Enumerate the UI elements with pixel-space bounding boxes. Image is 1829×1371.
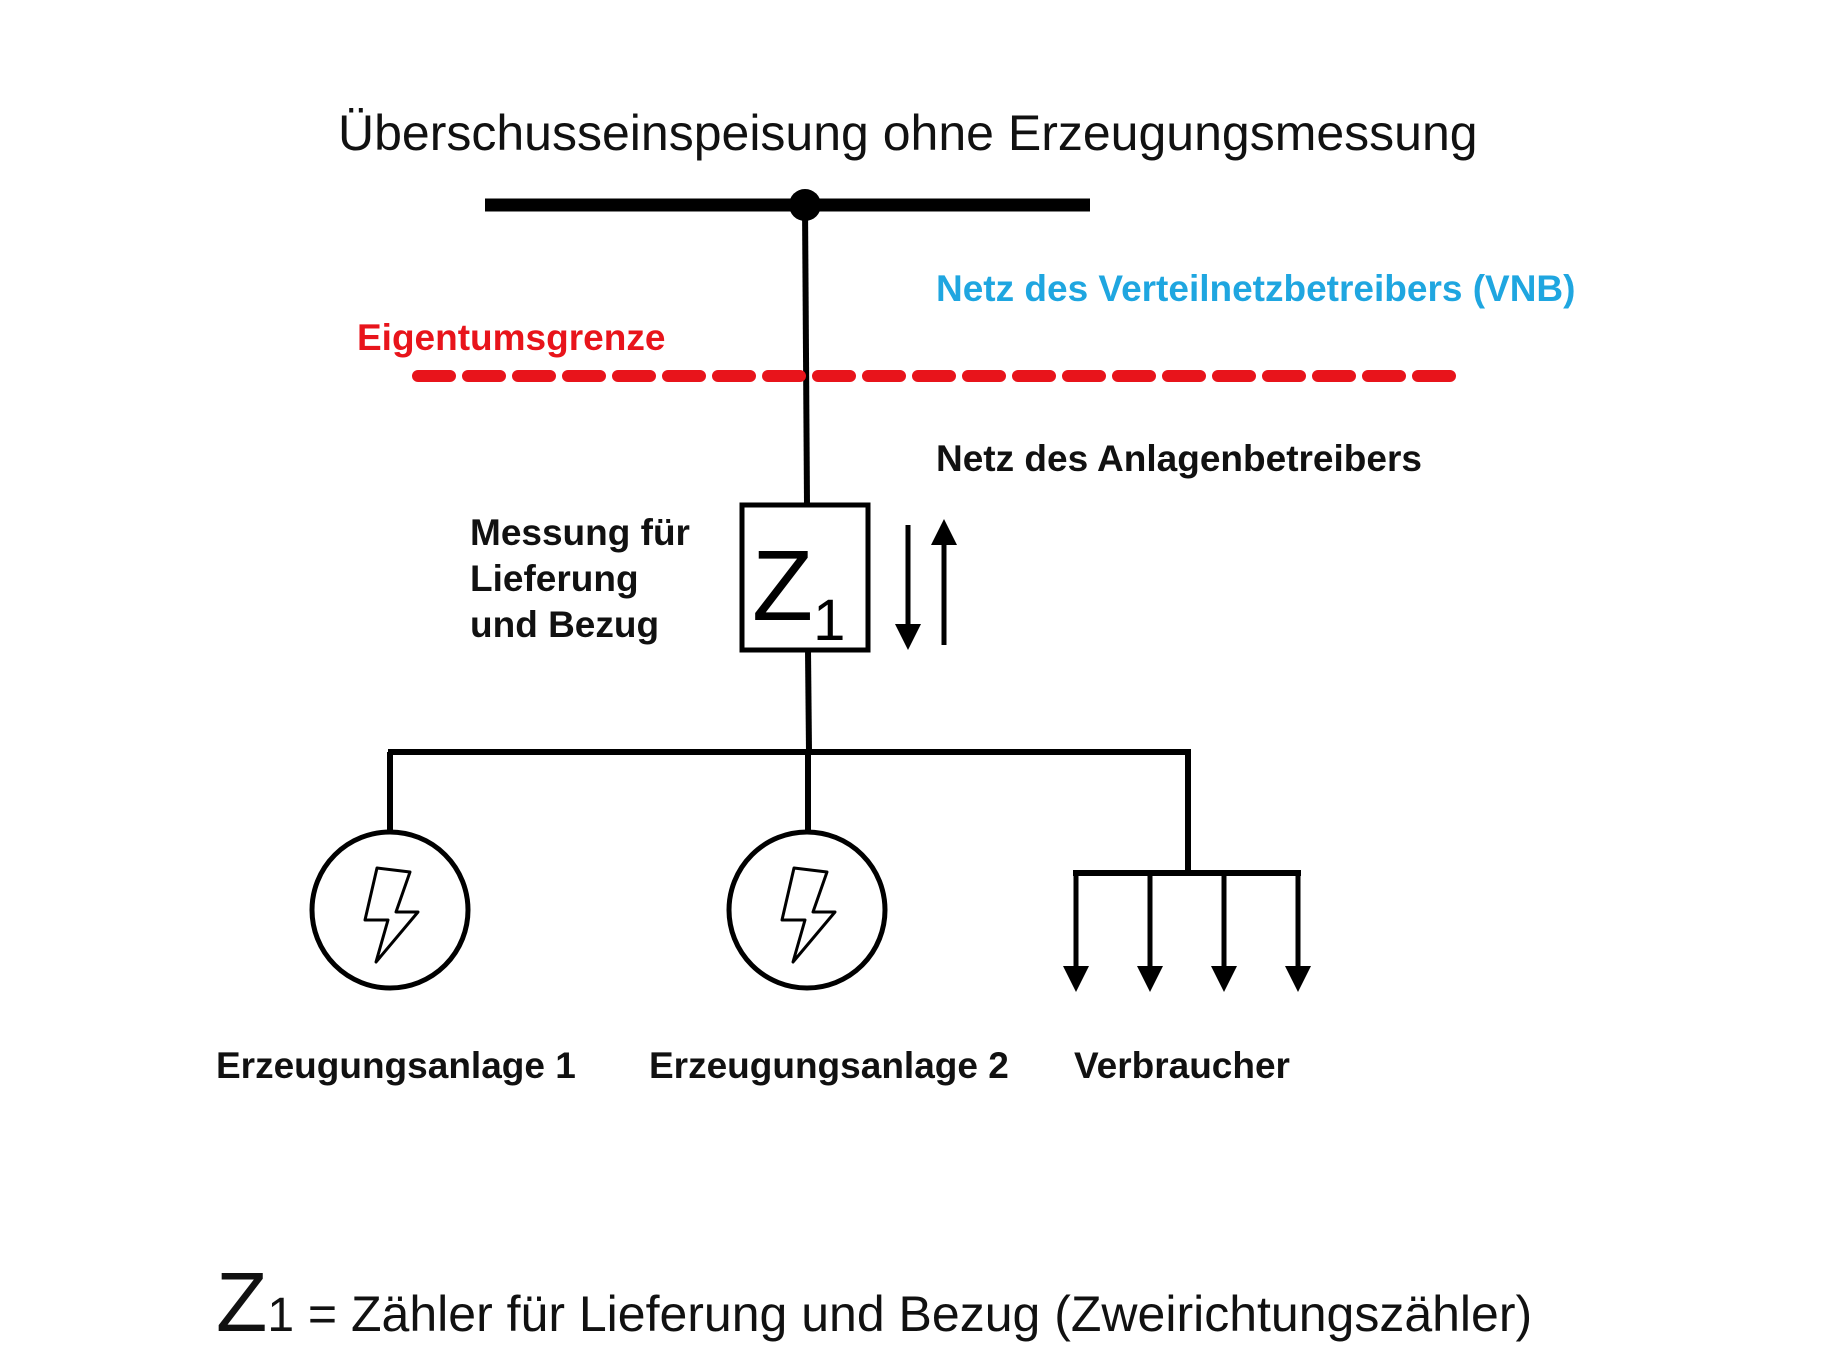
- arrow-down-icon: [1137, 966, 1163, 992]
- consumer-symbol: [1063, 870, 1311, 992]
- diagram-title: Überschusseinspeisung ohne Erzeugungsmes…: [338, 105, 1478, 161]
- meter-box: [739, 502, 871, 653]
- legend: Z1 = Zähler für Lieferung und Bezug (Zwe…: [216, 1260, 1532, 1344]
- arrow-down-icon: [1211, 966, 1237, 992]
- generator-1-symbol: [309, 829, 471, 991]
- lightning-icon: [363, 866, 420, 964]
- meter-outgoing-line: [805, 649, 812, 753]
- generator-1-label: Erzeugungsanlage 1: [216, 1045, 576, 1086]
- lightning-icon: [780, 866, 837, 964]
- operator-network-label: Netz des Anlagenbetreibers: [936, 438, 1422, 479]
- generator-2-symbol: [726, 829, 888, 991]
- meter-index: 1: [813, 588, 845, 653]
- consumer-label: Verbraucher: [1074, 1045, 1290, 1086]
- arrow-down-icon: [1063, 966, 1089, 992]
- measurement-label: Messung für Lieferung und Bezug: [470, 510, 730, 648]
- arrow-down-icon: [1285, 966, 1311, 992]
- legend-index: 1: [267, 1289, 295, 1342]
- feeder-line: [802, 204, 810, 506]
- legend-letter: Z: [216, 1255, 268, 1349]
- arrow-down-icon: [895, 525, 921, 650]
- measurement-line-2: Lieferung: [470, 558, 639, 599]
- measurement-line-1: Messung für: [470, 512, 690, 553]
- meter-label: Z1: [752, 530, 845, 653]
- generator-2-label: Erzeugungsanlage 2: [649, 1045, 1009, 1086]
- vnb-network-label: Netz des Verteilnetzbetreibers (VNB): [936, 268, 1576, 309]
- legend-text: = Zähler für Lieferung und Bezug (Zweiri…: [294, 1286, 1533, 1342]
- arrow-up-icon: [931, 519, 957, 645]
- measurement-line-3: und Bezug: [470, 604, 660, 645]
- meter-letter: Z: [752, 530, 813, 642]
- property-boundary-label: Eigentumsgrenze: [357, 317, 666, 358]
